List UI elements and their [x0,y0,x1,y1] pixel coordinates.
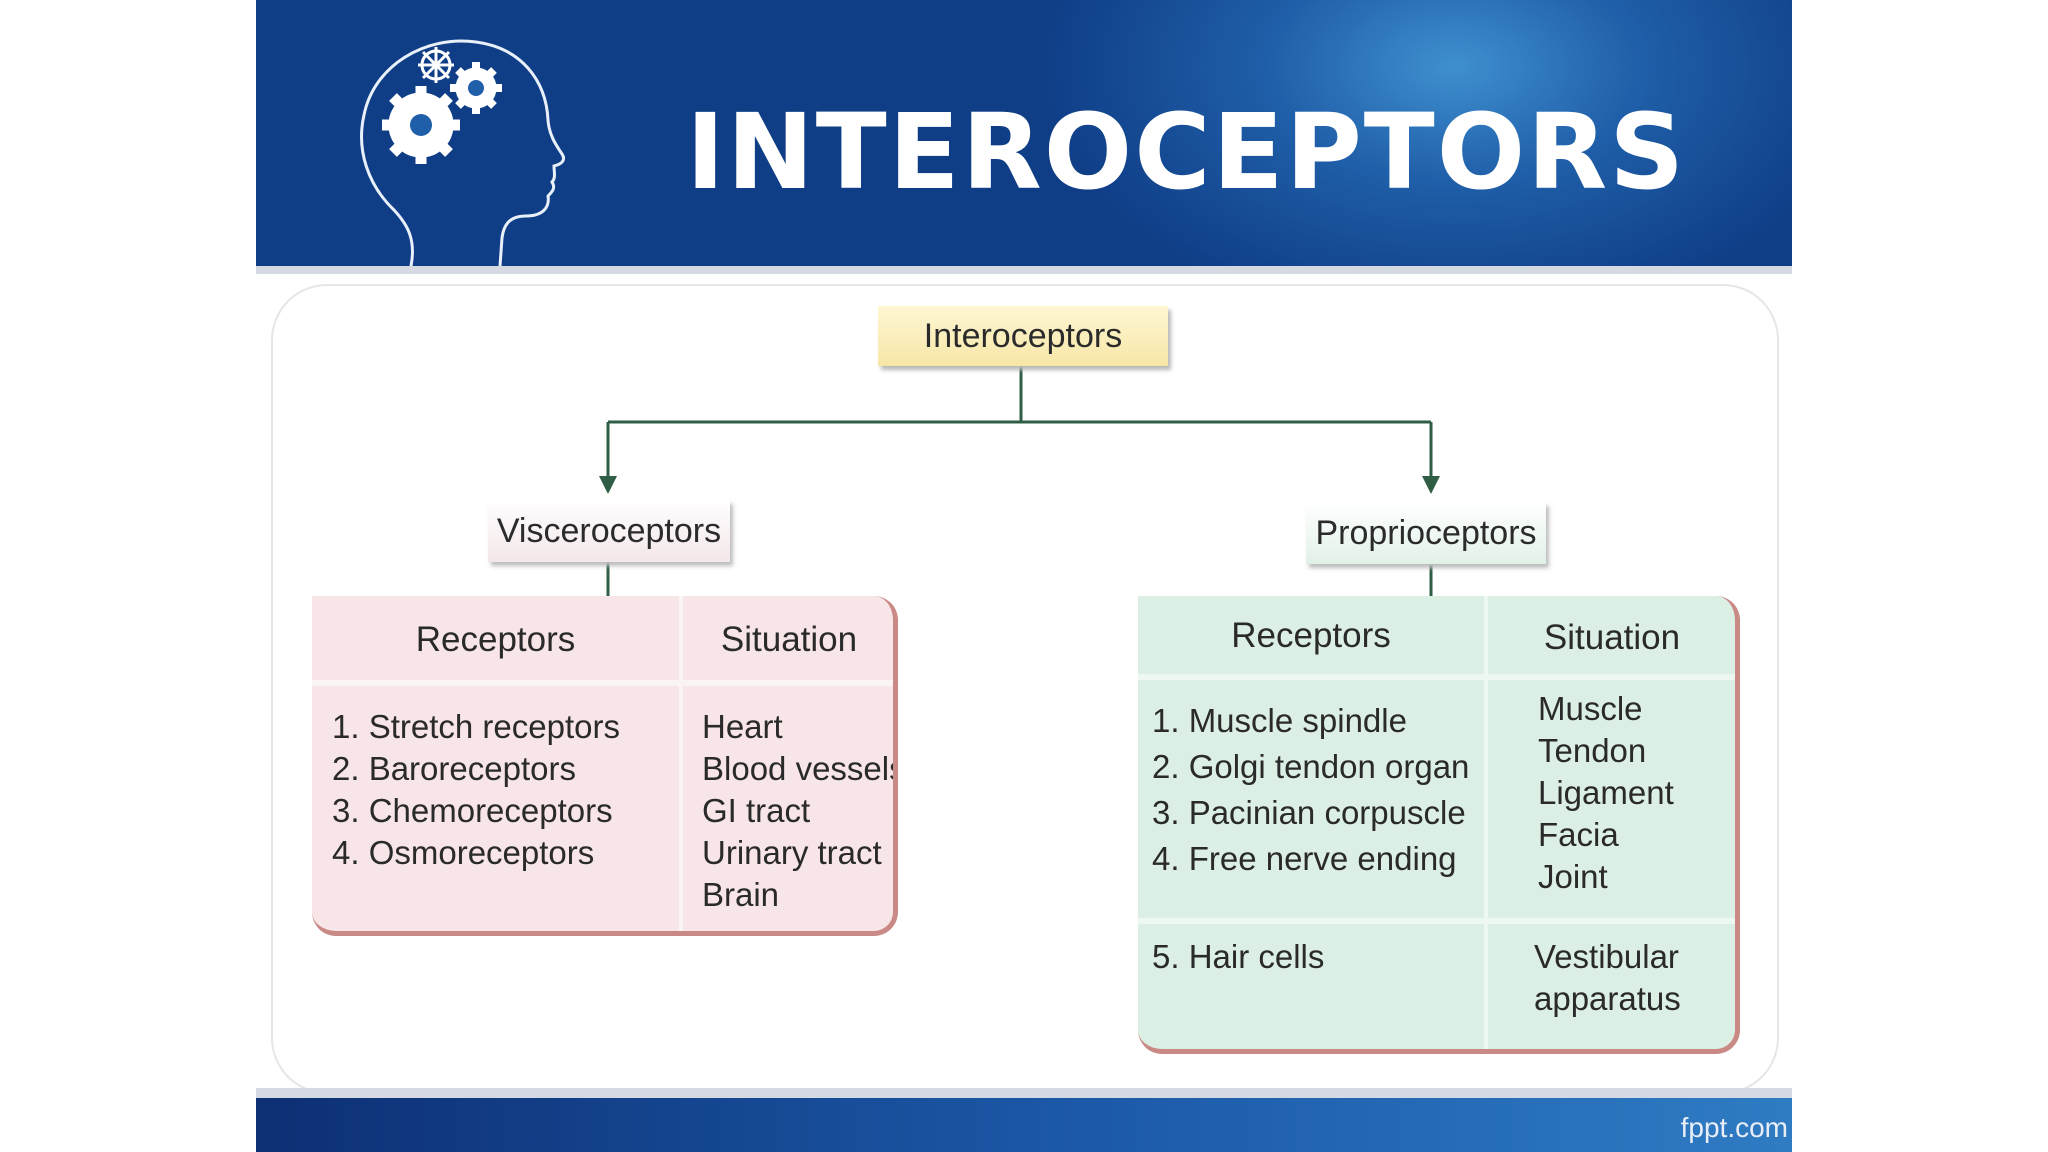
situation-header: Situation [1543,618,1681,657]
slide: INTEROCEPTORS Interoceptors Viscerocepto… [256,0,1792,1152]
head-with-gears-icon [360,39,566,266]
connector-lines [599,366,1440,600]
list-item: 2. Golgi tendon organ [1152,748,1470,785]
proprioceptors-node: Proprioceptors [1306,502,1546,564]
list-item: GI tract [702,792,811,829]
situation-list: Heart Blood vessels GI tract Urinary tra… [702,706,898,916]
arrow-right-icon [1422,476,1440,494]
footer-brand: fppt.com [1680,1112,1788,1143]
list-item: 4. Osmoreceptors [332,834,595,871]
list-item: Ligament [1538,774,1674,811]
situation-header: Situation [720,620,858,659]
root-node: Interoceptors [878,306,1168,366]
list-item: 3. Pacinian corpuscle [1152,794,1466,831]
list-item: Urinary tract [702,834,882,871]
receptors-header: Receptors [415,620,576,659]
hair-cells-item: 5. Hair cells [1152,938,1325,975]
visceroceptors-node: Visceroceptors [488,500,730,562]
receptor-list: 1. Stretch receptors 2. Baroreceptors 3.… [332,706,620,874]
vestibular-item: Vestibular apparatus [1534,936,1681,1020]
header-divider [256,266,1792,274]
receptors-header: Receptors [1231,616,1391,655]
receptor-list: 1. Muscle spindle 2. Golgi tendon organ … [1152,698,1469,882]
table-header-divider [1138,674,1735,680]
list-item: Tendon [1538,732,1647,769]
table-column-divider [1484,596,1488,1049]
footer-divider [256,1088,1792,1098]
header-banner: INTEROCEPTORS [256,0,1792,266]
list-item: 2. Baroreceptors [332,750,576,787]
proprioceptors-table: Receptors Situation 1. Muscle spindle 2.… [1138,596,1740,1054]
list-item: 1. Muscle spindle [1152,702,1407,739]
list-item: apparatus [1534,980,1681,1017]
table-row-divider [1138,918,1735,924]
list-item: 1. Stretch receptors [332,708,620,745]
table-header-divider [312,680,893,686]
page-title: INTEROCEPTORS [686,91,1687,213]
arrow-left-icon [599,476,617,494]
list-item: 4. Free nerve ending [1152,840,1457,877]
list-item: Muscle [1538,690,1643,727]
list-item: Brain [702,876,780,913]
visceroceptors-table: Receptors Situation 1. Stretch receptors… [312,596,898,936]
situation-list: Muscle Tendon Ligament Facia Joint [1538,688,1674,898]
list-item: Heart [702,708,783,745]
list-item: Joint [1538,858,1608,895]
list-item: 3. Chemoreceptors [332,792,613,829]
table-column-divider [679,596,683,931]
list-item: Blood vessels [702,750,898,787]
list-item: Vestibular [1534,938,1679,975]
list-item: Facia [1538,816,1619,853]
footer-banner [256,1098,1792,1152]
